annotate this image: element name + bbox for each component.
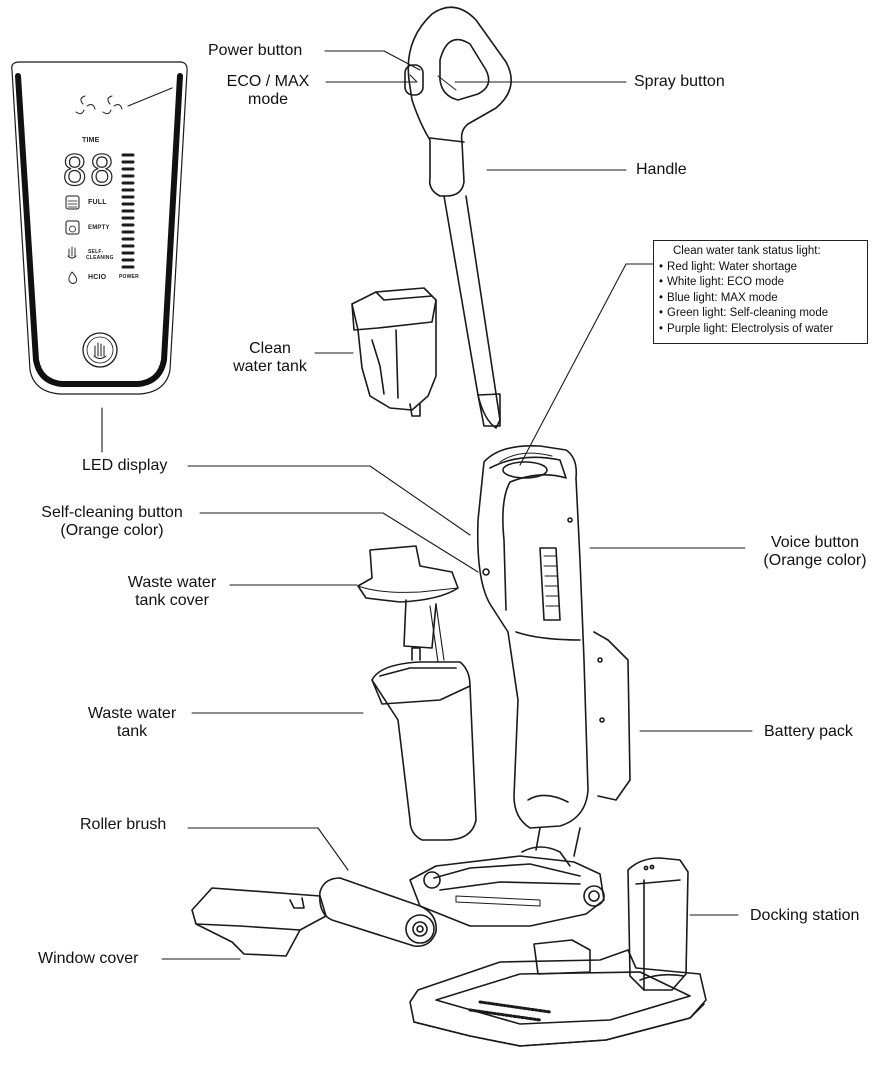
led-self-cleaning-label-1: SELF-: [88, 249, 104, 255]
label-led-display: LED display: [82, 457, 168, 474]
led-display-panel: [11, 61, 188, 395]
empty-icon: [65, 220, 80, 235]
self-cleaning-icon: [67, 246, 77, 259]
led-self-cleaning-label-2: CLEANING: [86, 255, 114, 261]
status-item-purple: Purple light: Electrolysis of water: [659, 322, 863, 338]
led-full-label: FULL: [88, 199, 107, 206]
vacuum-main-body: [476, 445, 631, 829]
full-icon: [65, 195, 80, 210]
label-waste-water-tank: Waste water tank: [74, 705, 190, 741]
status-item-green: Green light: Self-cleaning mode: [659, 306, 863, 322]
label-roller-brush: Roller brush: [80, 816, 167, 833]
clean-water-tank-illustration: [351, 287, 437, 417]
led-hcio-label: HCIO: [88, 274, 107, 281]
status-item-white: White light: ECO mode: [659, 275, 863, 291]
label-battery-pack: Battery pack: [764, 723, 853, 740]
max-fan-icon: [102, 95, 123, 115]
led-power-label: POWER: [119, 274, 139, 280]
label-self-cleaning-line2: (Orange color): [60, 522, 164, 539]
label-waste-tank-line1: Waste water: [87, 705, 177, 722]
label-clean-tank-line2: water tank: [233, 358, 307, 375]
label-waste-cover-line2: tank cover: [135, 592, 209, 609]
label-waste-cover-line1: Waste water: [127, 574, 217, 591]
floor-head-illustration: [409, 827, 605, 927]
label-eco-max-line2: mode: [247, 91, 289, 108]
docking-station-illustration: [409, 857, 707, 1047]
label-window-cover: Window cover: [38, 950, 139, 967]
status-item-red: Red light: Water shortage: [659, 260, 863, 276]
label-clean-tank-line1: Clean: [249, 340, 291, 357]
hcio-drop-icon: [68, 271, 77, 284]
label-self-cleaning-button: Self-cleaning button (Orange color): [26, 504, 198, 540]
leader-lines: [101, 50, 753, 960]
handle-illustration: [404, 6, 512, 429]
eco-fan-icon: [75, 95, 96, 115]
label-handle: Handle: [636, 161, 687, 178]
label-self-cleaning-line1: Self-cleaning button: [41, 504, 183, 521]
status-legend-title: Clean water tank status light:: [673, 245, 821, 257]
label-waste-tank-line2: tank: [116, 723, 148, 740]
waste-water-tank-illustration: [371, 647, 477, 841]
label-voice-button: Voice button (Orange color): [750, 534, 880, 570]
led-empty-label: EMPTY: [88, 225, 110, 231]
label-waste-water-tank-cover: Waste water tank cover: [114, 574, 230, 610]
power-button-illustration: [404, 64, 424, 96]
label-eco-max-line1: ECO / MAX: [226, 73, 310, 90]
label-eco-max-mode: ECO / MAX mode: [210, 73, 326, 109]
label-docking-station: Docking station: [750, 907, 860, 924]
status-light-legend: Clean water tank status light: Red light…: [653, 240, 868, 344]
led-digits: 88: [61, 146, 117, 195]
label-power-button: Power button: [208, 42, 303, 59]
roller-brush-illustration: [318, 877, 437, 948]
label-voice-line1: Voice button: [770, 534, 860, 551]
label-voice-line2: (Orange color): [763, 552, 867, 569]
window-cover-illustration: [191, 887, 327, 957]
waste-water-tank-cover-illustration: [357, 545, 459, 663]
status-item-blue: Blue light: MAX mode: [659, 291, 863, 307]
label-clean-water-tank: Clean water tank: [222, 340, 318, 376]
power-level-bars: [121, 153, 135, 269]
led-time-label: TIME: [82, 137, 100, 144]
label-spray-button: Spray button: [634, 73, 725, 90]
